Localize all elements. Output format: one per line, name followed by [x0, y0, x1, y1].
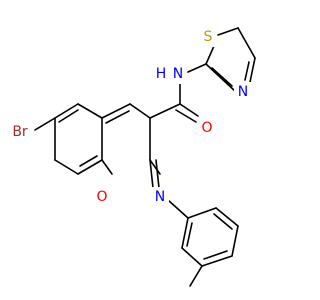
bond-ring-b-1 — [101, 103, 131, 119]
molecule-structure-diagram: Br O O N N H S N — [6, 27, 256, 287]
atom-br: Br — [6, 120, 34, 142]
atom-o-ring-label: O — [96, 189, 107, 205]
atom-n-thiazole-label: N — [238, 84, 248, 100]
bond-nh-thz — [187, 63, 207, 73]
atom-h-label: H — [156, 66, 167, 82]
atom-n-thiazole: N — [234, 82, 252, 102]
atom-o-carbonyl-label: O — [201, 120, 212, 136]
atom-o-carbonyl: O — [198, 118, 216, 138]
bond-ring-b-5 — [101, 159, 113, 175]
bond-thz-1 — [205, 45, 215, 65]
bond-ring-a-1 — [54, 103, 79, 119]
bond-n-ar — [167, 199, 189, 219]
bond-ar-5 — [181, 247, 203, 267]
bond-ring-a-2 — [77, 103, 103, 119]
bond-ar-3 — [231, 225, 239, 257]
atom-o-ring: O — [93, 187, 111, 207]
bond-thz-4 — [249, 57, 256, 83]
atom-labels: Br O O N N H S N — [6, 27, 252, 207]
bond-ar-6 — [181, 217, 189, 249]
bond-ring-b-4 — [149, 159, 161, 175]
bond-lines — [34, 27, 256, 287]
bond-thz-2 — [217, 27, 239, 36]
bond-ring-a-4 — [77, 159, 103, 175]
atom-nh-label: N — [173, 66, 183, 82]
bond-imine-2 — [155, 159, 160, 189]
bond-imine-1 — [149, 159, 154, 189]
atom-n-imine-label: N — [155, 189, 165, 205]
bond-thz-3 — [237, 27, 256, 59]
bond-ar-4 — [201, 255, 233, 267]
bond-ar-in-1 — [213, 213, 233, 230]
bond-c-o-dbl-2 — [175, 109, 197, 123]
bond-ar-2 — [215, 207, 239, 227]
bond-ar-in-3 — [186, 222, 193, 247]
bond-c-o-dbl-1 — [179, 103, 199, 117]
bond-thz-5-dbl — [211, 67, 233, 87]
bond-ar-in-2 — [203, 250, 228, 260]
bond-ring-b-2 — [129, 103, 151, 119]
bond-ring-a-in-1 — [58, 109, 79, 123]
atom-br-label: Br — [12, 124, 28, 140]
bond-methyl — [189, 265, 203, 287]
bond-thz-5 — [205, 63, 237, 93]
atom-s-label: S — [204, 29, 213, 45]
bond-ring-a-in-2 — [79, 155, 98, 167]
bond-ring-a-5 — [54, 159, 79, 175]
bond-c-carbonyl — [149, 103, 181, 119]
bond-thz-4-dbl — [244, 61, 250, 81]
atom-nh: N H — [153, 64, 187, 84]
bond-c-br — [34, 117, 56, 131]
atom-n-imine: N — [151, 187, 169, 207]
bond-ring-b-1-dbl — [105, 110, 130, 124]
bond-ar-1 — [187, 207, 217, 219]
atom-s: S — [200, 27, 216, 47]
